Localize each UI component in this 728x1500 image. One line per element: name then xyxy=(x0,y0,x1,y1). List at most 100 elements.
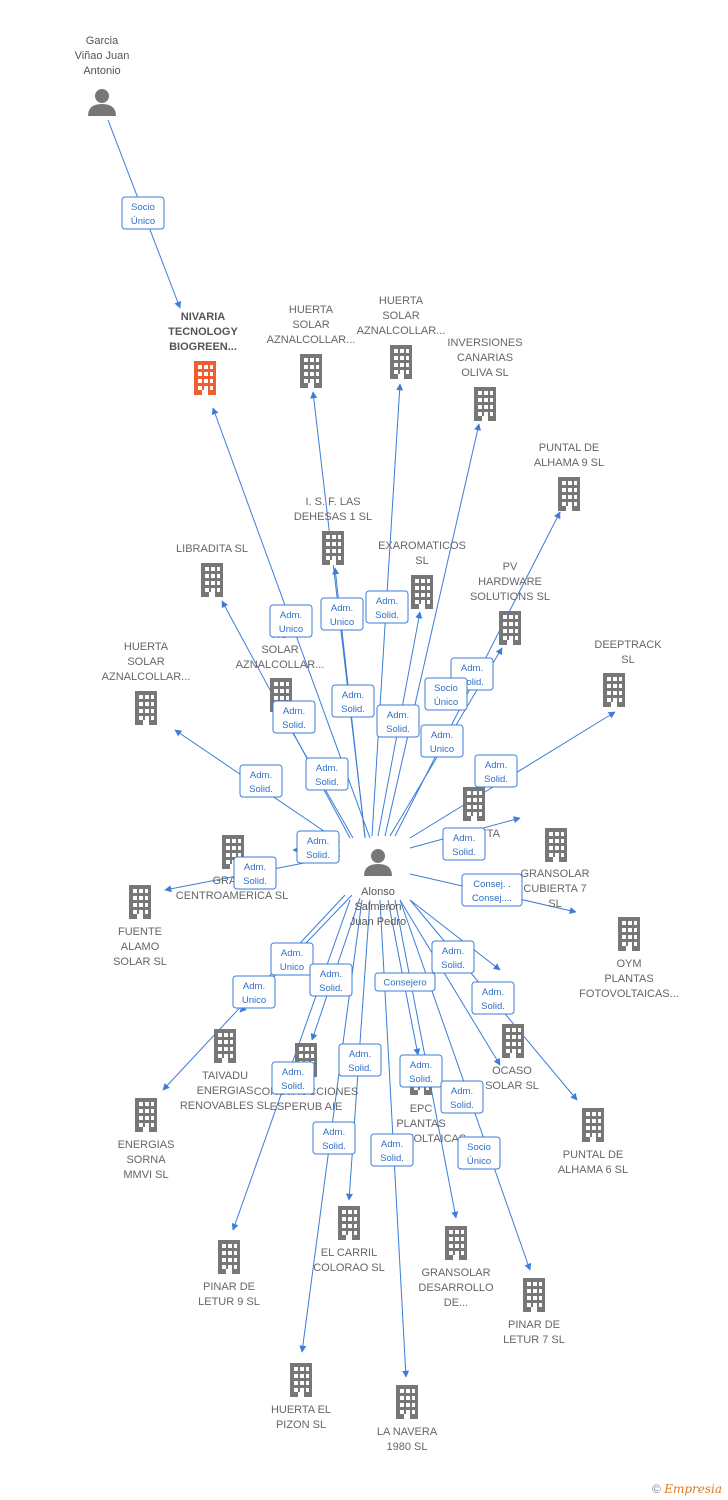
relation-label-huerta4[interactable]: Adm.Solid. xyxy=(239,764,283,798)
relation-box[interactable] xyxy=(471,981,515,1015)
building-icon[interactable] xyxy=(463,787,485,821)
relation-box[interactable] xyxy=(461,873,523,907)
relation-label-huerta2[interactable]: Adm.Solid. xyxy=(376,704,420,738)
relation-label-ocaso[interactable]: Adm.Solid. xyxy=(440,1080,484,1114)
relation-box[interactable] xyxy=(232,975,276,1009)
building-icon[interactable] xyxy=(545,828,567,862)
relation-label-lanavera[interactable]: Adm.Solid. xyxy=(370,1133,414,1167)
company-node-libradita[interactable]: LIBRADITA SL xyxy=(176,543,248,597)
company-node-nivaria[interactable]: NIVARIATECNOLOGYBIOGREEN... xyxy=(168,311,238,395)
relation-label-elcarril[interactable]: Adm.Solid. xyxy=(338,1043,382,1077)
relation-box[interactable] xyxy=(233,856,277,890)
building-icon[interactable] xyxy=(558,477,580,511)
company-node-gransolardesarrollo[interactable]: GRANSOLARDESARROLLODE... xyxy=(418,1226,494,1309)
relation-box[interactable] xyxy=(269,604,313,638)
building-icon[interactable] xyxy=(582,1108,604,1142)
building-icon[interactable] xyxy=(603,673,625,707)
relation-label-construcciones[interactable]: Adm.Solid. xyxy=(309,963,353,997)
relation-label-dehesas[interactable]: Adm.Unico xyxy=(320,597,364,631)
company-node-huerta1[interactable]: HUERTASOLARAZNALCOLLAR... xyxy=(267,304,356,388)
building-icon[interactable] xyxy=(194,361,216,395)
relation-label-bienvitta[interactable]: Adm.Solid. xyxy=(442,827,486,861)
relation-box[interactable] xyxy=(440,1080,484,1114)
relation-box[interactable] xyxy=(272,700,316,734)
relation-box[interactable] xyxy=(442,827,486,861)
relation-label-puntal6[interactable]: Adm.Solid. xyxy=(471,981,515,1015)
building-icon[interactable] xyxy=(445,1226,467,1260)
relation-box[interactable] xyxy=(312,1121,356,1155)
relation-box[interactable] xyxy=(305,757,349,791)
relation-box[interactable] xyxy=(338,1043,382,1077)
relation-label-taivadu[interactable]: Adm.Unico xyxy=(270,942,314,976)
relation-label-deeptrack[interactable]: Adm.Solid. xyxy=(474,754,518,788)
brand-logo[interactable]: Empresia xyxy=(664,1482,722,1496)
relation-label-libradita[interactable]: Adm.Solid. xyxy=(272,700,316,734)
building-icon[interactable] xyxy=(390,345,412,379)
relation-box[interactable] xyxy=(399,1054,443,1088)
building-icon[interactable] xyxy=(322,531,344,565)
relation-label-pinar9[interactable]: Adm.Solid. xyxy=(271,1061,315,1095)
company-node-huerta4[interactable]: HUERTASOLARAZNALCOLLAR... xyxy=(102,641,191,725)
building-icon[interactable] xyxy=(129,885,151,919)
relation-box[interactable] xyxy=(239,764,283,798)
relation-label-huerta1[interactable]: Adm.Solid. xyxy=(331,684,375,718)
relation-box[interactable] xyxy=(420,724,464,758)
building-icon[interactable] xyxy=(411,575,433,609)
company-node-oym[interactable]: OYMPLANTASFOTOVOLTAICAS... xyxy=(579,917,679,1000)
relation-label-gransolardesarrollo[interactable]: Adm.Solid. xyxy=(399,1054,443,1088)
company-node-huerta2[interactable]: HUERTASOLARAZNALCOLLAR... xyxy=(357,295,446,379)
person-icon[interactable] xyxy=(364,849,392,876)
relation-box[interactable] xyxy=(121,196,165,230)
building-icon[interactable] xyxy=(135,1098,157,1132)
relation-label-fuentealamo[interactable]: Adm.Solid. xyxy=(233,856,277,890)
relation-label-oym[interactable]: Adm.Solid. xyxy=(431,940,475,974)
relation-label-gransolarcubierta[interactable]: Consej. .Consej.... xyxy=(461,873,523,907)
building-icon[interactable] xyxy=(338,1206,360,1240)
relation-label-inversiones[interactable]: Adm.Unico xyxy=(420,724,464,758)
building-icon[interactable] xyxy=(201,563,223,597)
relation-box[interactable] xyxy=(370,1133,414,1167)
relation-box[interactable] xyxy=(270,942,314,976)
person-icon[interactable] xyxy=(88,89,116,116)
relation-box[interactable] xyxy=(457,1136,501,1170)
relation-box[interactable] xyxy=(431,940,475,974)
relation-label-huertaelpizon[interactable]: Adm.Solid. xyxy=(312,1121,356,1155)
relation-label-epc[interactable]: Consejero xyxy=(374,972,436,992)
building-icon[interactable] xyxy=(618,917,640,951)
building-icon[interactable] xyxy=(300,354,322,388)
relation-label-nivaria[interactable]: Adm.Unico xyxy=(269,604,313,638)
relation-box[interactable] xyxy=(320,597,364,631)
building-icon[interactable] xyxy=(523,1278,545,1312)
relation-box[interactable] xyxy=(424,677,468,711)
relation-label-exaromaticos[interactable]: Adm.Solid. xyxy=(365,590,409,624)
relation-box[interactable] xyxy=(331,684,375,718)
relation-box[interactable] xyxy=(271,1061,315,1095)
relation-box[interactable] xyxy=(309,963,353,997)
building-icon[interactable] xyxy=(290,1363,312,1397)
relation-box[interactable] xyxy=(376,704,420,738)
company-node-huerta3[interactable]: HUSOLARAZNALCOLLAR... xyxy=(236,629,325,712)
relation-label-energiassorna[interactable]: Adm.Unico xyxy=(232,975,276,1009)
building-icon[interactable] xyxy=(499,611,521,645)
relation-label-huerta3[interactable]: Adm.Solid. xyxy=(305,757,349,791)
building-icon[interactable] xyxy=(474,387,496,421)
